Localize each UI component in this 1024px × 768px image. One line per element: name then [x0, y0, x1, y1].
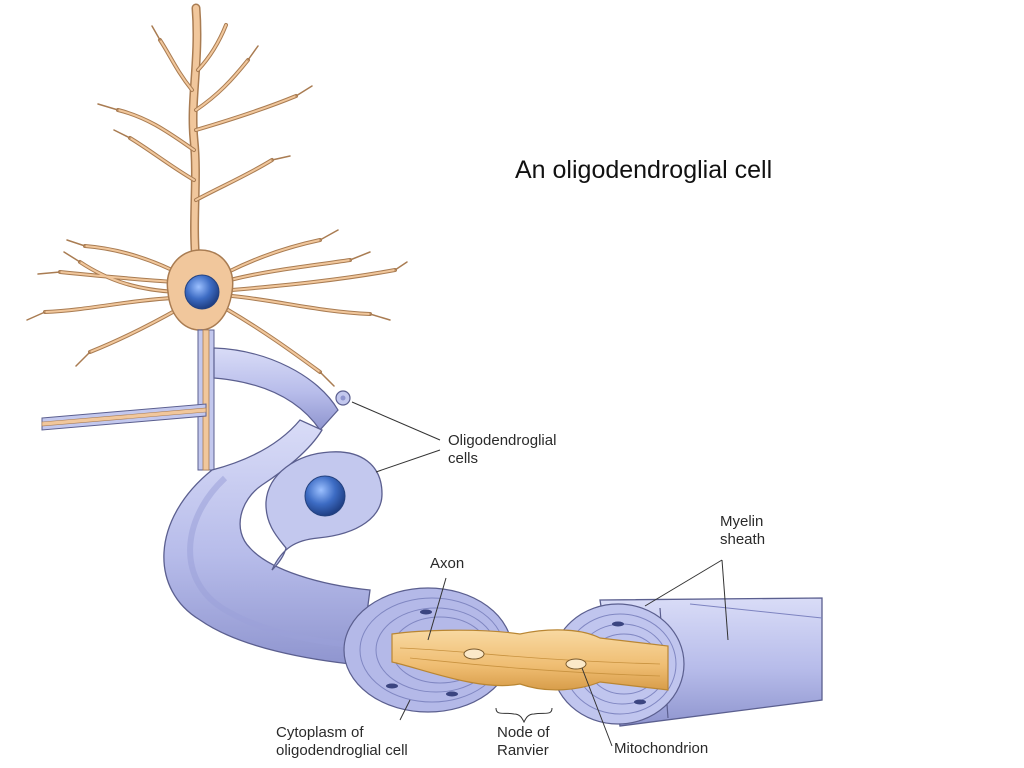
- descending-axon: [41, 329, 215, 471]
- axon-core: [391, 629, 669, 691]
- oligodendroglial-nucleus: [304, 475, 346, 517]
- mitochondrion-2: [565, 658, 587, 670]
- myelin-process-upper: [213, 347, 339, 431]
- slide-caption: An oligodendroglial cell: [515, 156, 773, 184]
- mitochondrion-label: Mitochondrion: [614, 740, 709, 757]
- oligodendroglial-cell-small-nucleus: [340, 395, 346, 401]
- myelin-sheath-label: Myelin sheath: [720, 513, 765, 549]
- cytoplasm-label-line2: oligodendroglial cell: [276, 742, 408, 759]
- node-of-ranvier-label-line1: Node of: [497, 724, 550, 741]
- mitochondrion-1: [463, 648, 485, 660]
- neuron-dendrites: [26, 3, 408, 387]
- neuron-nucleus: [184, 274, 220, 310]
- oligodendroglial-cells-label: Oligodendroglial cells: [448, 432, 556, 468]
- myelin-sheath-label-line1: Myelin: [720, 513, 764, 530]
- leader-lines: [351, 401, 729, 747]
- cytoplasm-label: Cytoplasm of oligodendroglial cell: [276, 724, 408, 760]
- node-of-ranvier-label: Node of Ranvier: [497, 724, 550, 760]
- cytoplasm-label-line1: Cytoplasm of: [276, 724, 364, 741]
- oligodendroglial-cells-label-line2: cells: [448, 450, 479, 467]
- oligodendroglial-cell-large: [265, 451, 383, 571]
- myelin-sheath-label-line2: sheath: [720, 531, 766, 548]
- oligodendroglial-cells-label-line1: Oligodendroglial: [448, 432, 557, 449]
- node-of-ranvier-label-line2: Ranvier: [497, 742, 549, 759]
- axon-label: Axon: [430, 555, 465, 572]
